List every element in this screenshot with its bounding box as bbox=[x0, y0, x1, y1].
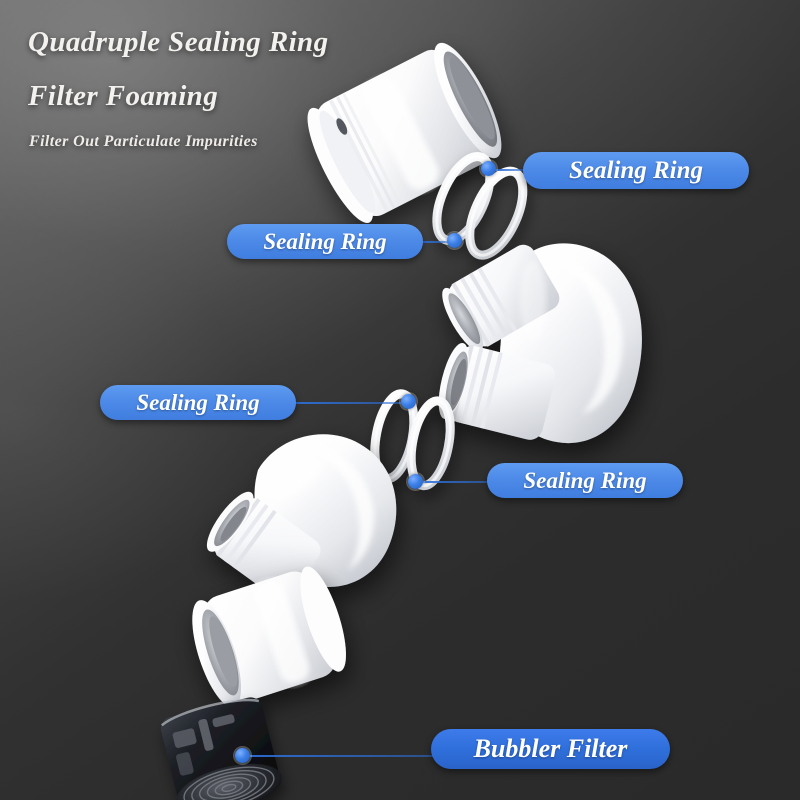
callout-leader-line-bubbler-filter bbox=[248, 755, 435, 757]
callout-anchor-dot-sealing-ring-top-right bbox=[481, 161, 496, 176]
callout-leader-line-sealing-ring-upper-left bbox=[420, 241, 450, 243]
callout-anchor-dot-sealing-ring-mid-left bbox=[401, 394, 416, 409]
part-top-cap-nut bbox=[307, 42, 502, 223]
part-o-ring-pair-upper bbox=[432, 152, 528, 260]
part-elbow-90 bbox=[438, 243, 642, 444]
callout-pill-bubbler-filter[interactable]: Bubbler Filter bbox=[431, 729, 670, 769]
headline-line-2: Filter Foaming bbox=[28, 80, 219, 112]
callout-pill-sealing-ring-top-right[interactable]: Sealing Ring bbox=[523, 152, 749, 189]
headline-subtitle: Filter Out Particulate Impurities bbox=[29, 133, 258, 150]
callout-leader-line-sealing-ring-mid-left bbox=[293, 402, 405, 404]
callout-anchor-dot-sealing-ring-upper-left bbox=[447, 233, 462, 248]
callout-anchor-dot-bubbler-filter bbox=[235, 748, 250, 763]
callout-pill-sealing-ring-mid-left[interactable]: Sealing Ring bbox=[100, 385, 296, 420]
callout-anchor-dot-sealing-ring-lower-right bbox=[408, 474, 423, 489]
callout-leader-line-sealing-ring-top-right bbox=[495, 169, 525, 171]
headline-line-1: Quadruple Sealing Ring bbox=[28, 26, 329, 58]
callout-pill-sealing-ring-upper-left[interactable]: Sealing Ring bbox=[227, 224, 423, 259]
callout-pill-sealing-ring-lower-right[interactable]: Sealing Ring bbox=[487, 463, 683, 498]
part-bubbler-filter-mesh bbox=[160, 697, 282, 800]
callout-leader-line-sealing-ring-lower-right bbox=[420, 481, 490, 483]
part-collar-ring bbox=[192, 566, 346, 708]
